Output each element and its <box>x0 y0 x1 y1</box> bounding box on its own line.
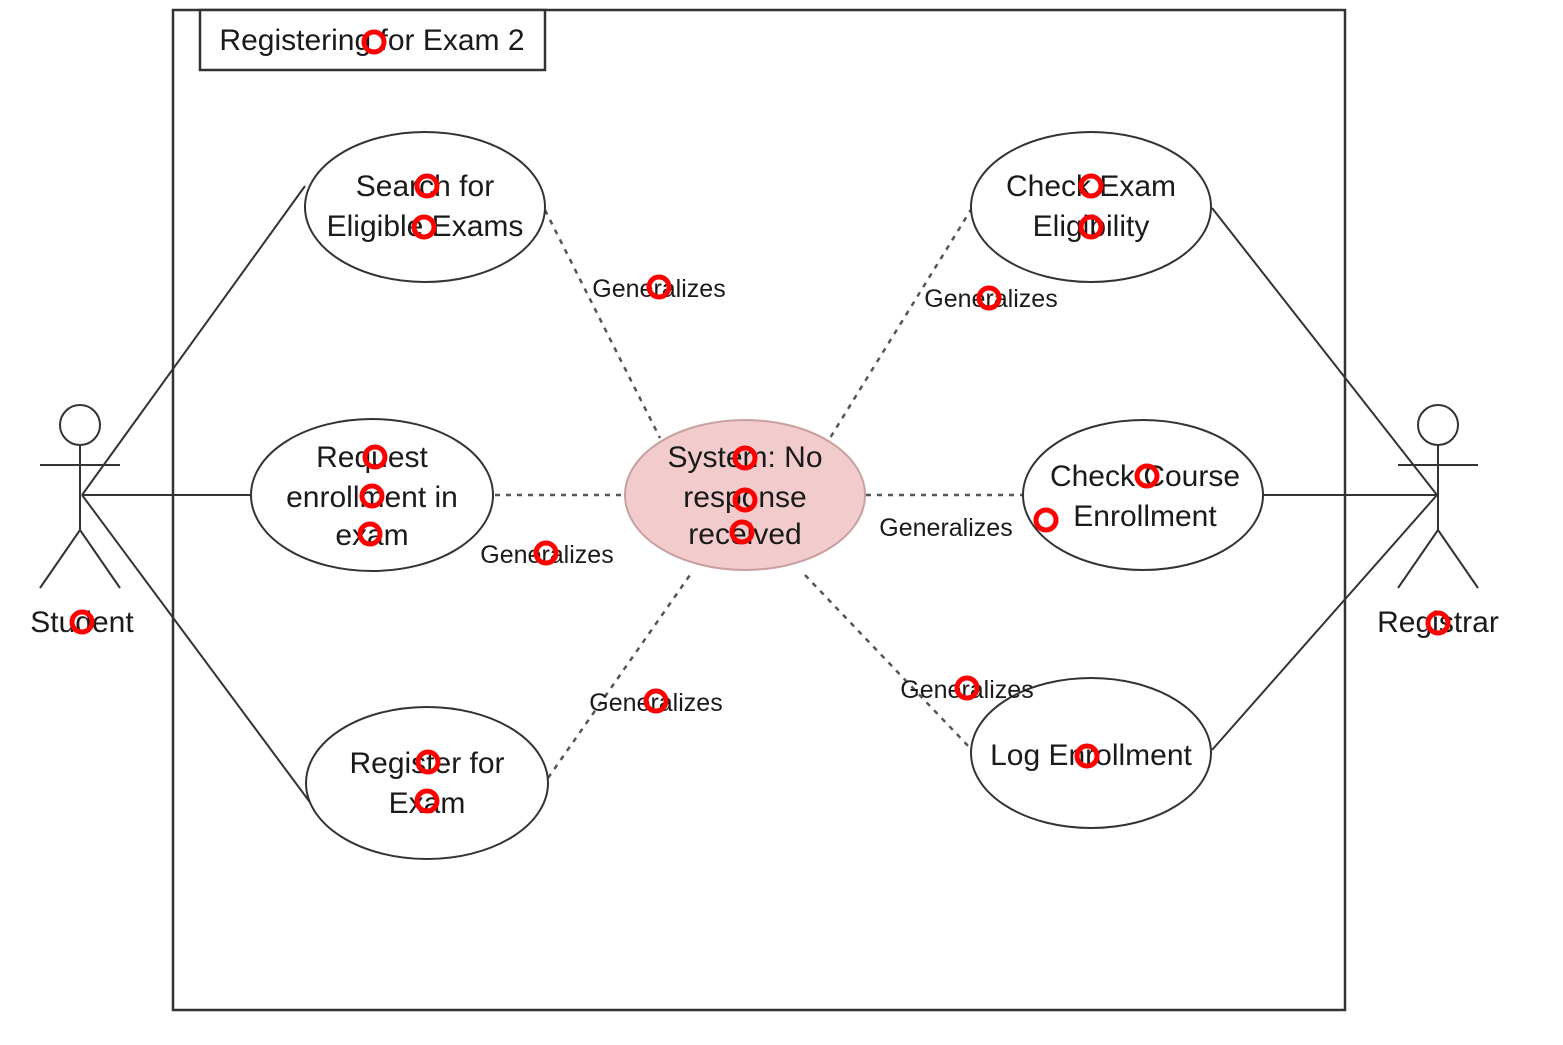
marker <box>1074 743 1100 769</box>
marker <box>69 609 95 635</box>
use-case-check-exam-eligibility[interactable] <box>970 131 1212 283</box>
marker <box>976 285 1002 311</box>
student-associations <box>81 185 313 806</box>
use-case-search-eligible-exams[interactable] <box>304 131 546 283</box>
registrar-actor[interactable] <box>1397 404 1479 589</box>
marker <box>954 675 980 701</box>
marker <box>361 29 387 55</box>
marker <box>415 749 441 775</box>
marker <box>411 214 437 240</box>
marker <box>646 274 672 300</box>
marker <box>414 788 440 814</box>
marker <box>362 444 388 470</box>
marker <box>414 173 440 199</box>
marker <box>732 445 758 471</box>
registrar-head <box>1417 404 1459 446</box>
marker <box>1134 463 1160 489</box>
student-actor[interactable] <box>39 404 121 589</box>
generalization-lines <box>495 207 1024 779</box>
marker <box>729 519 755 545</box>
student-head <box>59 404 101 446</box>
marker <box>1078 173 1104 199</box>
use-case-request-enrollment[interactable] <box>250 418 494 572</box>
use-case-check-course-enrollment[interactable] <box>1022 419 1264 571</box>
marker-overlay <box>69 29 1451 814</box>
marker <box>359 483 385 509</box>
system-boundary <box>171 8 1347 1012</box>
use-case-register-for-exam[interactable] <box>305 706 549 860</box>
marker <box>357 521 383 547</box>
use-case-no-response[interactable] <box>624 419 866 571</box>
marker <box>1033 507 1059 533</box>
frame-title-box <box>198 8 547 72</box>
marker <box>533 540 559 566</box>
use-case-log-enrollment[interactable] <box>970 677 1212 829</box>
use-case-label: Enrollment <box>1073 500 1217 533</box>
marker <box>643 688 669 714</box>
marker <box>1425 610 1451 636</box>
marker <box>732 487 758 513</box>
marker <box>1078 214 1104 240</box>
registrar-associations <box>1211 207 1438 751</box>
generalizes-label: Generalizes <box>879 514 1012 542</box>
